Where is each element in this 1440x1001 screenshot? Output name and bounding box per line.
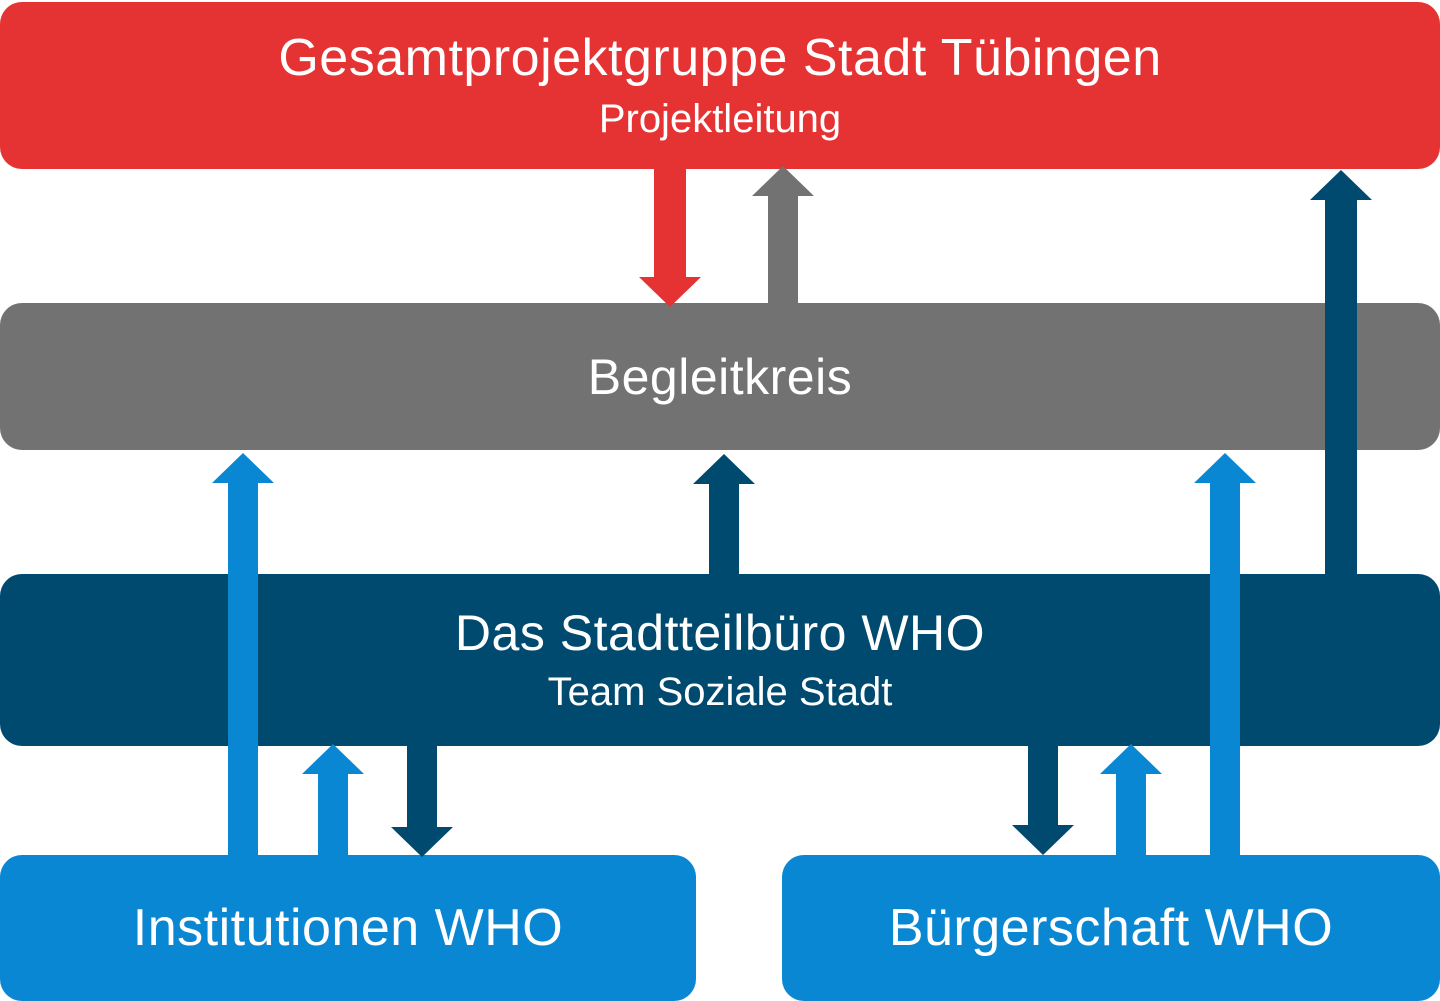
begleitkreis-title: Begleitkreis <box>587 348 853 405</box>
arrow-office-to-begleitkreis <box>693 454 755 576</box>
project-group-subtitle: Projektleitung <box>598 96 842 141</box>
citizens-box: Bürgerschaft WHO <box>782 855 1440 1001</box>
arrow-office-to-institutions <box>391 744 453 857</box>
arrow-office-to-citizens <box>1012 744 1074 855</box>
arrow-institutions-to-begleitkreis <box>212 453 274 857</box>
arrow-top-to-begleitkreis <box>639 169 701 307</box>
arrow-office-to-top <box>1310 170 1372 576</box>
institutions-box: Institutionen WHO <box>0 855 696 1001</box>
arrow-citizens-to-begleitkreis <box>1194 453 1256 857</box>
arrow-begleitkreis-to-top <box>752 166 814 303</box>
stadtteilbuero-title: Das Stadtteilbüro WHO <box>454 605 986 661</box>
begleitkreis-box: Begleitkreis <box>0 303 1440 450</box>
arrow-institutions-to-office <box>302 744 364 857</box>
arrow-citizens-to-office <box>1100 744 1162 857</box>
project-group-box: Gesamtprojektgruppe Stadt Tübingen Proje… <box>0 2 1440 169</box>
project-group-title: Gesamtprojektgruppe Stadt Tübingen <box>278 28 1162 87</box>
institutions-title: Institutionen WHO <box>132 899 564 957</box>
stadtteilbuero-subtitle: Team Soziale Stadt <box>547 670 893 714</box>
citizens-title: Bürgerschaft WHO <box>888 899 1334 957</box>
